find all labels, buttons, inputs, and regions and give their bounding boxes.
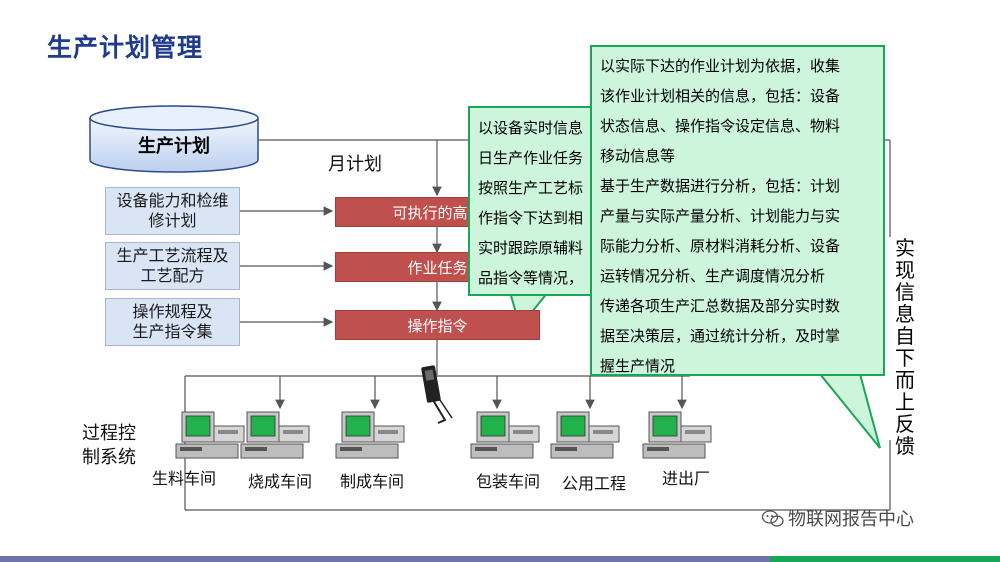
computer-icon (470, 411, 540, 459)
month-plan-label: 月计划 (328, 154, 382, 175)
computer-icon (642, 411, 712, 459)
watermark: 物联网报告中心 (762, 505, 914, 531)
input-operating-rules: 操作规程及生产指令集 (105, 298, 240, 346)
plan-database-cylinder (89, 105, 259, 173)
workshop-in-out: 进出厂 (662, 469, 711, 488)
callout-feedback-analysis: 以实际下达的作业计划为依据，收集 该作业计划相关的信息，包括：设备 状态信息、操… (590, 45, 885, 376)
computer-icon (175, 411, 245, 459)
wechat-icon (762, 510, 784, 527)
footer-bar (0, 556, 1000, 562)
footer-accent (770, 556, 1000, 562)
computer-icon (550, 411, 620, 459)
input-equipment-plan: 设备能力和检维修计划 (105, 187, 240, 235)
feedback-vertical-text: 实现信息自下而上反馈 (895, 236, 915, 458)
workshop-kiln: 烧成车间 (248, 472, 313, 491)
workshop-packaging: 包装车间 (476, 472, 541, 491)
phone-icon (421, 365, 453, 424)
plan-database-label: 生产计划 (138, 136, 210, 157)
input-process-recipe: 生产工艺流程及工艺配方 (105, 242, 240, 290)
stage-operation-command: 操作指令 (335, 310, 540, 340)
workshop-utilities: 公用工程 (562, 474, 627, 493)
workshop-finishing: 制成车间 (340, 472, 405, 491)
callout-realtime-tracking: 以设备实时信息 日生产作业任务 按照生产工艺标 作指令下达到相 实时跟踪原辅料 … (468, 106, 598, 296)
workshop-raw-material: 生料车间 (152, 469, 217, 488)
page-title: 生产计划管理 (47, 33, 204, 62)
computer-icon (335, 411, 405, 459)
computer-icon (240, 411, 310, 459)
process-control-label: 过程控 制系统 (82, 423, 136, 468)
